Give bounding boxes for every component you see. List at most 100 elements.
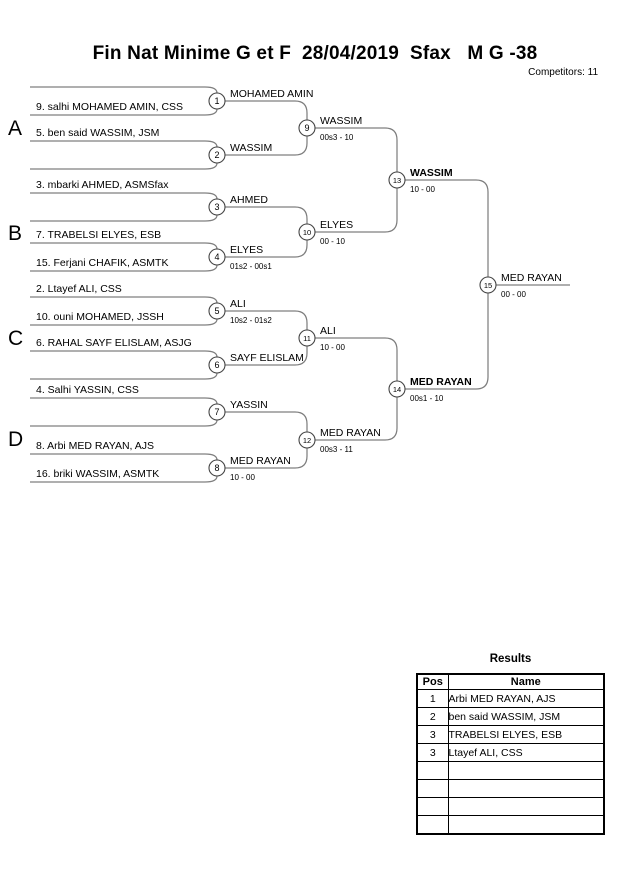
bracket-line — [405, 293, 489, 390]
winner-label: YASSIN — [230, 399, 268, 411]
results-name-cell: ben said WASSIM, JSM — [447, 707, 605, 726]
results-header-row: Pos Name — [416, 673, 605, 690]
winner-label: AHMED — [230, 194, 268, 206]
match-circle-5 — [208, 302, 226, 320]
results-pos-cell: 3 — [416, 725, 449, 744]
winner-label: WASSIM — [320, 115, 362, 127]
bracket-line — [30, 86, 218, 94]
winner-label: MED RAYAN — [320, 427, 381, 439]
match-score: 00 - 10 — [320, 237, 345, 246]
results-name-cell — [447, 779, 605, 798]
bracket-line — [30, 108, 218, 116]
match-number: 3 — [214, 202, 219, 212]
winner-label: ELYES — [230, 244, 263, 256]
competitor-name: 15. Ferjani CHAFIK, ASMTK — [36, 257, 168, 269]
winner-label: MED RAYAN — [230, 455, 291, 467]
match-score: 10 - 00 — [410, 185, 435, 194]
bracket-line — [30, 242, 218, 250]
match-number: 5 — [214, 306, 219, 316]
match-number: 7 — [214, 407, 219, 417]
bracket-line — [315, 127, 398, 172]
competitor-name: 2. Ltayef ALI, CSS — [36, 283, 122, 295]
section-label-a: A — [8, 117, 22, 140]
bracket-line — [225, 240, 308, 258]
results-row — [416, 761, 605, 780]
bracket-line — [30, 350, 218, 358]
match-number: 10 — [303, 228, 311, 237]
match-circle-9 — [298, 119, 316, 137]
match-number: 12 — [303, 436, 311, 445]
bracket-line — [225, 411, 308, 432]
competitor-name: 4. Salhi YASSIN, CSS — [36, 384, 139, 396]
bracket-line — [30, 192, 218, 200]
match-circle-12 — [298, 431, 316, 449]
section-label-b: B — [8, 222, 22, 245]
winner-label: MOHAMED AMIN — [230, 88, 313, 100]
bracket-line — [225, 310, 308, 330]
page-title: Fin Nat Minime G et F 28/04/2019 Sfax M … — [92, 43, 538, 64]
results-pos-cell — [416, 761, 449, 780]
match-circle-3 — [208, 198, 226, 216]
competitor-name: 7. TRABELSI ELYES, ESB — [36, 229, 161, 241]
bracket-line — [30, 162, 218, 170]
match-number: 9 — [304, 123, 309, 133]
winner-label: ELYES — [320, 219, 353, 231]
competitor-name: 9. salhi MOHAMED AMIN, CSS — [36, 101, 183, 113]
results-pos-cell: 3 — [416, 743, 449, 762]
match-number: 13 — [393, 176, 401, 185]
results-pos-cell — [416, 779, 449, 798]
competitor-name: 3. mbarki AHMED, ASMSfax — [36, 179, 169, 191]
bracket-line — [405, 179, 489, 277]
match-number: 4 — [214, 252, 219, 262]
match-circle-14 — [388, 380, 406, 398]
bracket-line — [315, 397, 398, 441]
match-circle-8 — [208, 459, 226, 477]
match-circle-6 — [208, 356, 226, 374]
results-title: Results — [489, 653, 532, 665]
match-circle-10 — [298, 223, 316, 241]
winner-label: WASSIM — [230, 142, 272, 154]
bracket-line — [30, 140, 218, 148]
results-pos-cell: 1 — [416, 689, 449, 708]
winner-label: ALI — [230, 298, 246, 310]
match-number: 11 — [303, 334, 311, 343]
winner-label: MED RAYAN — [410, 376, 472, 388]
competitor-name: 6. RAHAL SAYF ELISLAM, ASJG — [36, 337, 192, 349]
competitors-count: Competitors: 11 — [528, 67, 598, 78]
results-header-name: Name — [447, 673, 605, 690]
match-score: 00s1 - 10 — [410, 394, 444, 403]
bracket-line — [30, 372, 218, 380]
match-circle-2 — [208, 146, 226, 164]
results-name-cell: TRABELSI ELYES, ESB — [447, 725, 605, 744]
results-pos-cell — [416, 815, 449, 835]
winner-label: ALI — [320, 325, 336, 337]
match-circle-7 — [208, 403, 226, 421]
match-score: 10 - 00 — [320, 343, 345, 352]
bracket-line — [225, 100, 308, 120]
match-circle-1 — [208, 92, 226, 110]
results-header-pos: Pos — [416, 673, 449, 690]
match-circle-13 — [388, 171, 406, 189]
bracket-line — [30, 475, 218, 483]
bracket-line — [30, 318, 218, 326]
match-number: 14 — [393, 385, 401, 394]
bracket-line — [225, 346, 308, 366]
match-circle-15 — [479, 276, 497, 294]
results-name-cell: Arbi MED RAYAN, AJS — [447, 689, 605, 708]
competitor-name: 5. ben said WASSIM, JSM — [36, 127, 159, 139]
section-label-d: D — [8, 428, 23, 451]
section-label-c: C — [8, 327, 23, 350]
match-score: 00s3 - 10 — [320, 133, 354, 142]
results-name-cell — [447, 815, 605, 835]
match-score: 00 - 00 — [501, 290, 526, 299]
competitor-name: 16. briki WASSIM, ASMTK — [36, 468, 159, 480]
results-row — [416, 797, 605, 816]
results-name-cell — [447, 761, 605, 780]
bracket-line — [30, 397, 218, 405]
